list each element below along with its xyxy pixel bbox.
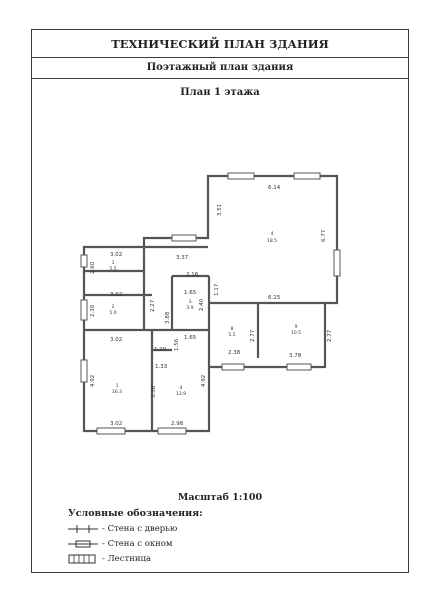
header-divider [32,57,408,58]
drawing-sheet: ТЕХНИЧЕСКИЙ ПЛАН ЗДАНИЯ Поэтажный план з… [31,29,409,573]
dimension-label: 6.14 [268,185,281,191]
dimension-label: 2.27 [150,299,156,312]
dimension-label: 2.16 [186,272,199,278]
door-wall-icon [68,525,98,533]
window [80,359,88,383]
dimension-label: 6.15 [268,295,281,301]
legend-item-door: - Стена с дверью [68,524,177,534]
window [157,427,187,435]
window-wall-icon [68,540,98,548]
room-area: 5.5 [228,332,235,338]
window [333,249,341,277]
room-number: 4 [271,231,274,237]
window [171,234,197,242]
room-number: 3 [189,299,192,305]
dimension-label: 3.56 [151,385,157,398]
window [80,299,88,321]
legend-label: - Стена с дверью [102,524,178,534]
window [96,427,126,435]
dimension-label: 2.38 [228,350,241,356]
dimension-label: 3.02 [110,421,122,427]
room-labels: 4 18.5 1 5.5 2 5.0 3 3.9 8 5.5 9 10.5 1 … [109,231,301,397]
legend-label: - Лестница [102,554,152,564]
room-area: 5.5 [109,266,116,272]
stairs-icon [68,554,96,564]
dimension-label: 1.17 [214,283,220,296]
window [221,363,245,371]
room-area: 18.5 [267,238,277,244]
dimension-label: 2.40 [199,298,205,311]
sheet-title: ТЕХНИЧЕСКИЙ ПЛАН ЗДАНИЯ [111,37,329,51]
room-number: 2 [112,304,115,310]
legend-title: Условные обозначения: [68,508,203,519]
dimension-label: 3.37 [176,255,189,261]
window [80,254,88,268]
floor-plan: 6.14 3.51 6.77 3.37 3.02 2.60 2.16 1.65 … [80,172,341,435]
legend-label: - Стена с окном [102,539,173,549]
dimension-label: 2.30 [90,304,96,317]
dimension-label: 1.56 [174,338,180,351]
dimension-label: 1.33 [155,364,168,370]
room-number: 1 [116,383,119,389]
dimension-label: 1.65 [184,335,197,341]
dimension-labels: 6.14 3.51 6.77 3.37 3.02 2.60 2.16 1.65 … [90,185,333,427]
room-area: 13.9 [176,391,186,397]
dimension-label: 2.77 [327,329,333,342]
room-area: 10.5 [291,330,301,336]
window [286,363,312,371]
dimension-label: 3.02 [110,252,122,258]
legend-item-stairs: - Лестница [68,554,151,564]
outer-wall [82,174,339,433]
dimension-label: 2.77 [250,329,256,342]
legend-item-window: - Стена с окном [68,539,173,549]
dimension-label: 2.60 [90,261,96,274]
dimension-label: 3.78 [289,353,302,359]
dimension-label: 3.51 [217,204,223,216]
sheet-subtitle: Поэтажный план здания [146,62,294,73]
dimension-label: 3.02 [110,337,122,343]
room-area: 3.9 [186,305,193,311]
dimension-label: 3.88 [165,311,171,324]
dimension-label: 4.92 [90,375,96,387]
dimension-label: 2.98 [171,421,184,427]
room-number: 1 [112,260,115,266]
room-area: 5.0 [109,310,116,316]
dimension-label: 1.20 [154,347,167,353]
floor-title: План 1 этажа [180,87,260,98]
dimension-label: 4.92 [201,375,207,387]
room-number: 4 [180,385,183,391]
room-area: 16.3 [112,389,122,395]
header-divider-2 [32,78,408,79]
room-number: 9 [295,324,298,330]
window [227,172,255,180]
scale-label: Масштаб 1:100 [177,492,263,503]
dimension-label: 1.65 [184,290,197,296]
window [293,172,321,180]
dimension-label: 6.77 [321,229,327,242]
dimension-label: 3.02 [110,292,122,298]
room-number: 8 [231,326,234,332]
